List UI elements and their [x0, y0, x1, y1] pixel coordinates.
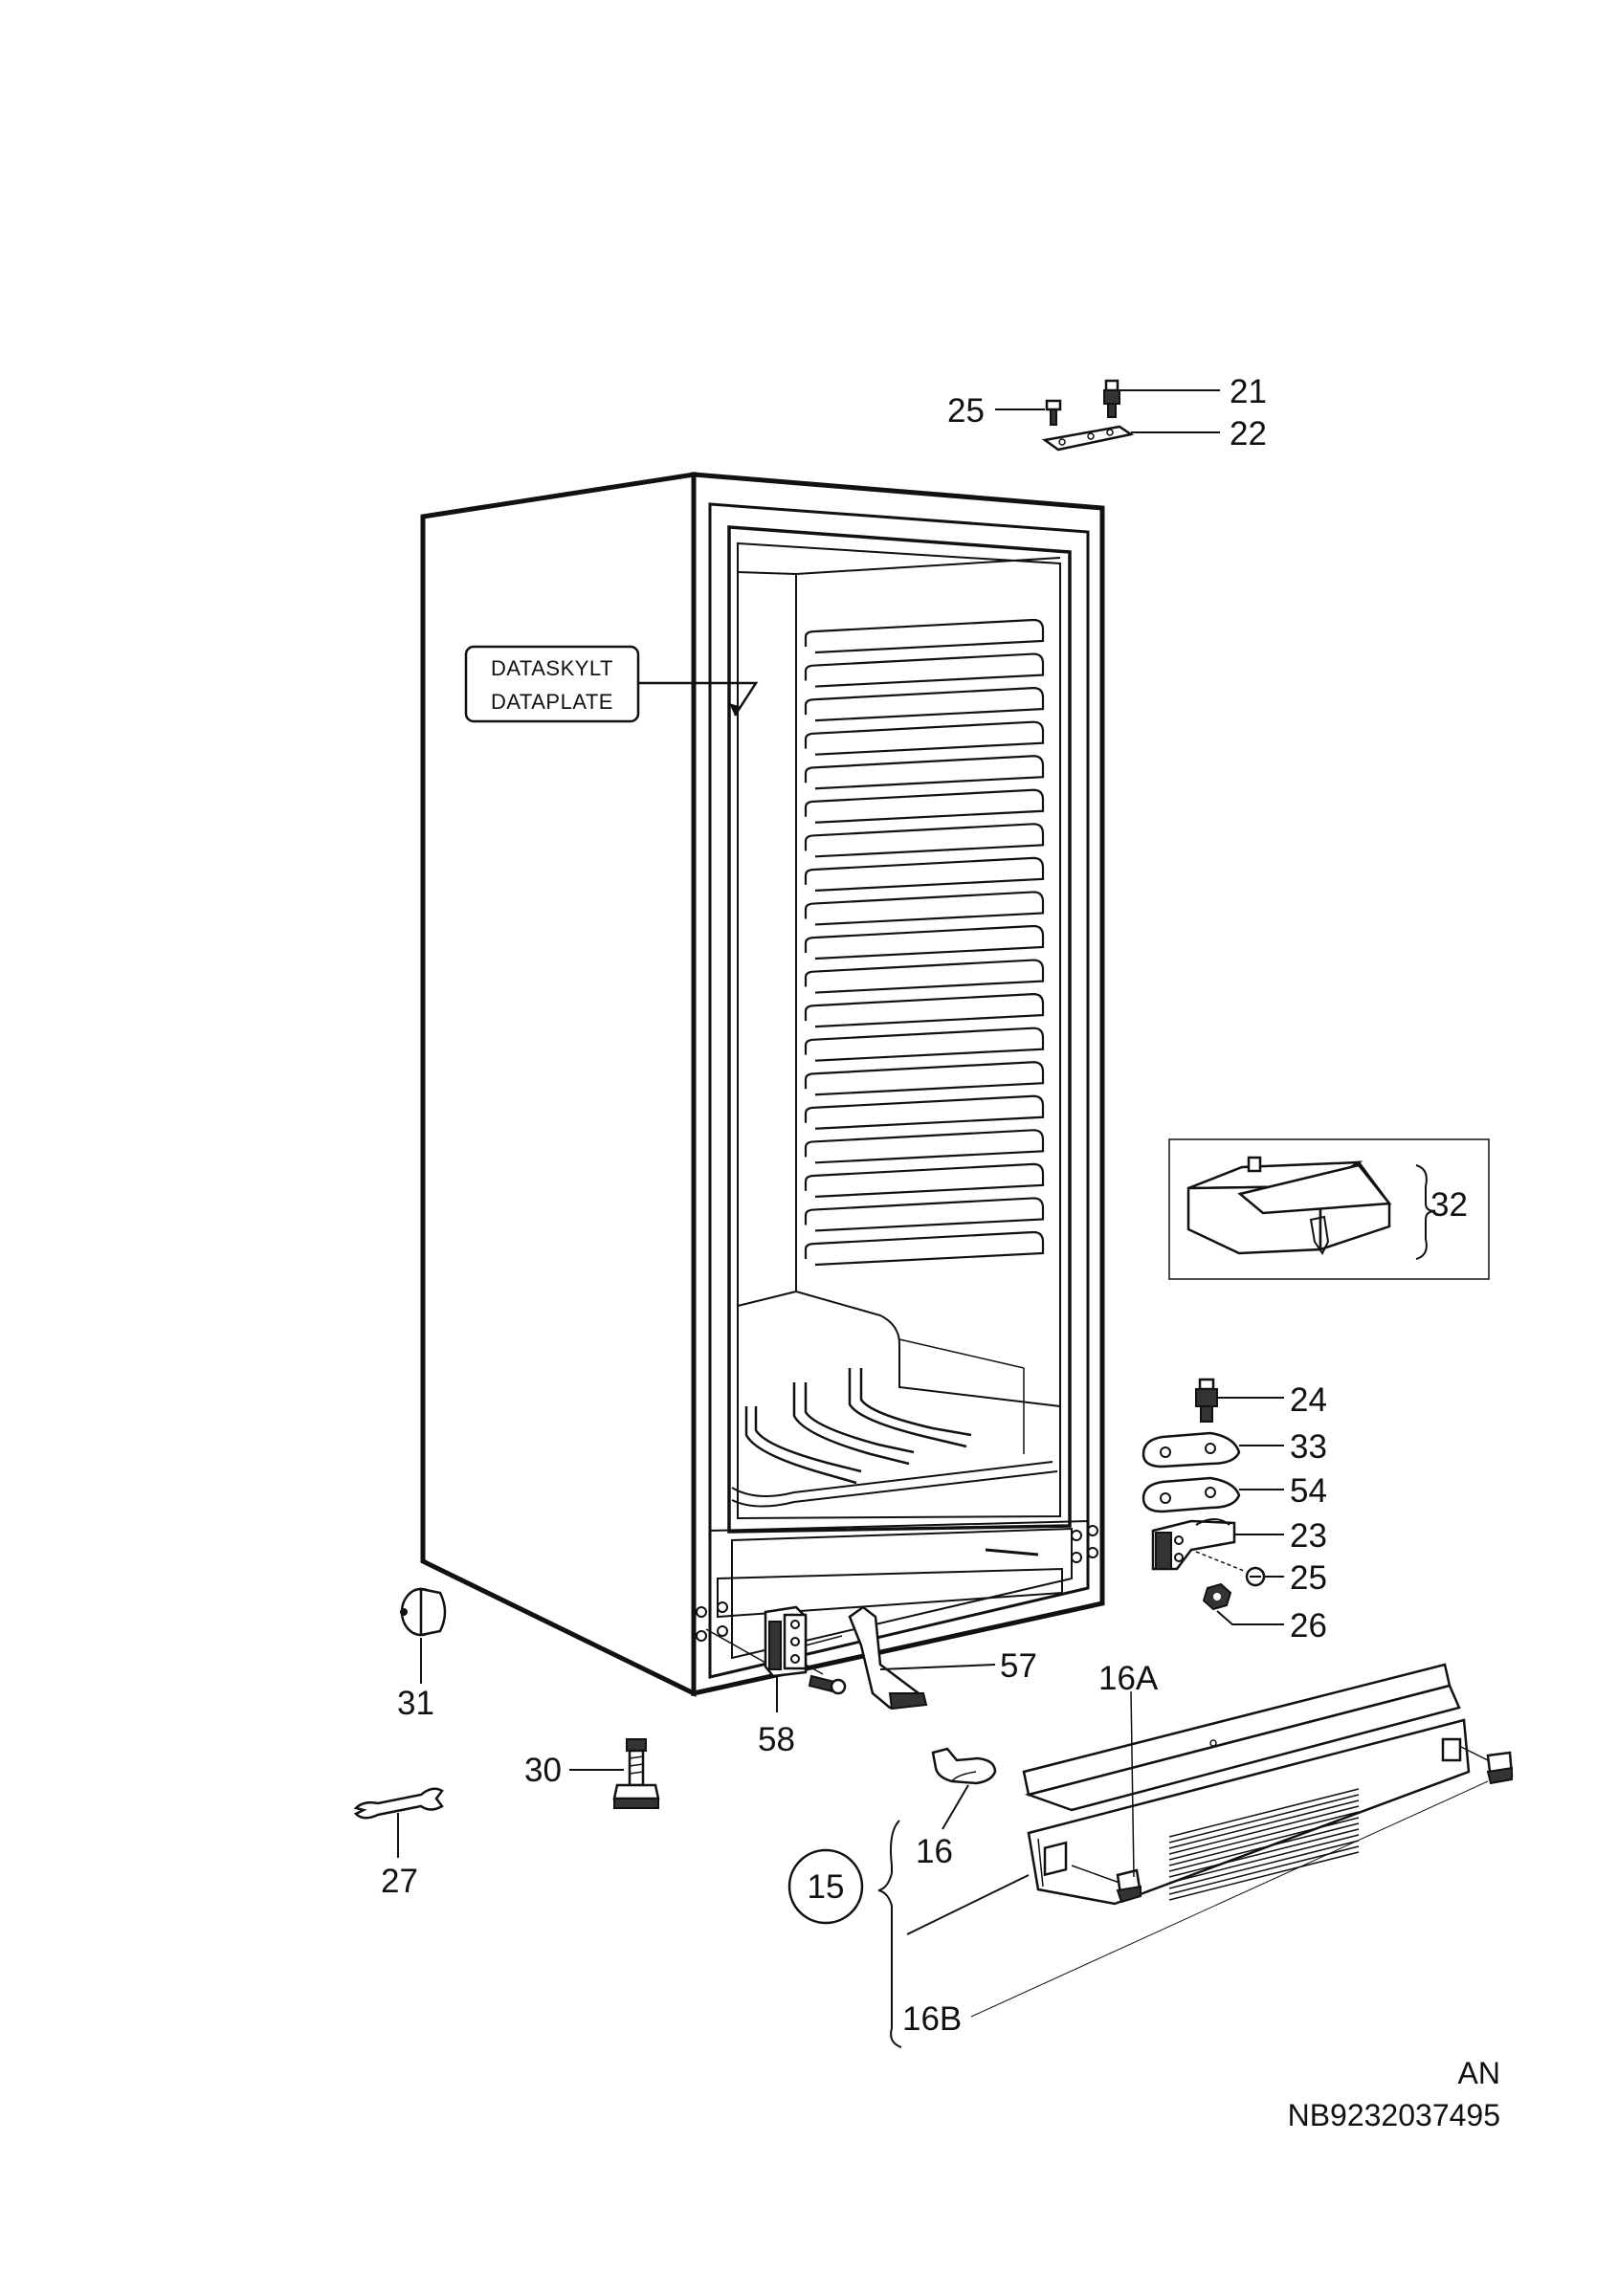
dataplate-line1: DATASKYLT: [491, 656, 613, 680]
label-31: 31: [397, 1685, 434, 1722]
top-hinge-parts: [995, 379, 1220, 452]
grille-slat: [1168, 1805, 1360, 1855]
part-16-clip: [931, 1747, 997, 1830]
grille-slats: [1168, 1788, 1360, 1901]
evaporator-shelves: [804, 618, 1045, 1267]
label-27: 27: [381, 1863, 418, 1900]
grille-slat: [1168, 1799, 1360, 1849]
label-15: 15: [808, 1868, 845, 1906]
label-21: 21: [1230, 373, 1267, 410]
label-25-top: 25: [947, 392, 985, 430]
label-58: 58: [758, 1721, 795, 1758]
bottom-hinge-parts: [705, 1605, 996, 1712]
evaporator-shelf-line: [804, 1094, 1045, 1130]
grille-slat: [1168, 1817, 1360, 1866]
label-26: 26: [1290, 1607, 1327, 1645]
part-15-grille-panel: [1022, 1663, 1514, 1906]
evaporator-shelf-line: [804, 1027, 1045, 1062]
evaporator-shelf-line: [804, 823, 1045, 858]
label-24: 24: [1290, 1381, 1327, 1419]
evaporator-shelf-line: [804, 755, 1045, 790]
evaporator-shelf-line: [804, 993, 1045, 1028]
grille-slat: [1168, 1794, 1360, 1843]
label-23: 23: [1290, 1517, 1327, 1555]
label-16B: 16B: [902, 2000, 962, 2038]
grille-slat: [1168, 1822, 1360, 1872]
dataplate-callout: DATASKYLT DATAPLATE: [464, 645, 759, 723]
part-32-box: [1168, 1138, 1490, 1280]
part-31-foot-cap: [400, 1587, 447, 1684]
grille-slat: [1168, 1788, 1360, 1838]
label-33: 33: [1290, 1428, 1327, 1466]
evaporator-shelf-line: [804, 788, 1045, 824]
diagram-code: AN NB9232037495: [1288, 2056, 1500, 2132]
dataplate-line2: DATAPLATE: [491, 690, 613, 714]
evaporator-shelf-line: [804, 687, 1045, 722]
evaporator-shelf-line: [804, 1197, 1045, 1232]
evaporator-shelf-line: [804, 1230, 1045, 1267]
grille-slat: [1168, 1840, 1360, 1889]
label-32: 32: [1430, 1186, 1468, 1224]
label-57: 57: [1000, 1647, 1037, 1685]
evaporator-shelf-line: [804, 959, 1045, 994]
grille-leaders: [787, 1690, 1489, 2048]
evaporator-shelf-line: [804, 1129, 1045, 1164]
grille-slat: [1168, 1811, 1360, 1861]
part-labels: 21 22 25 32 24 33 54 23 25 26 57 58 31 3…: [381, 373, 1468, 2038]
evaporator-shelf-line: [804, 1162, 1045, 1198]
part-30-adjustable-foot: [569, 1738, 660, 1809]
footer-line1: AN: [1458, 2056, 1500, 2090]
evaporator-shelf-line: [804, 1061, 1045, 1096]
evaporator-shelf-line: [804, 856, 1045, 892]
label-25-mid: 25: [1290, 1559, 1327, 1597]
evaporator-shelf-line: [804, 891, 1045, 926]
evaporator-shelf-line: [804, 618, 1045, 654]
grille-slat: [1168, 1828, 1360, 1878]
label-30: 30: [524, 1752, 562, 1789]
evaporator-coils: [731, 1368, 1058, 1508]
grille-slat: [1168, 1851, 1360, 1901]
evaporator-shelf-line: [804, 720, 1045, 756]
grille-slat: [1168, 1834, 1360, 1884]
part-27-wrench: [353, 1787, 444, 1858]
arrow-head-icon: [729, 703, 742, 716]
lower-hinge-parts: [1141, 1378, 1284, 1625]
label-22: 22: [1230, 415, 1267, 453]
evaporator-shelf-line: [804, 924, 1045, 960]
evaporator-shelf-line: [804, 652, 1045, 688]
label-54: 54: [1290, 1472, 1327, 1510]
label-16A: 16A: [1098, 1660, 1159, 1697]
footer-line2: NB9232037495: [1288, 2098, 1500, 2132]
label-16: 16: [916, 1833, 953, 1870]
